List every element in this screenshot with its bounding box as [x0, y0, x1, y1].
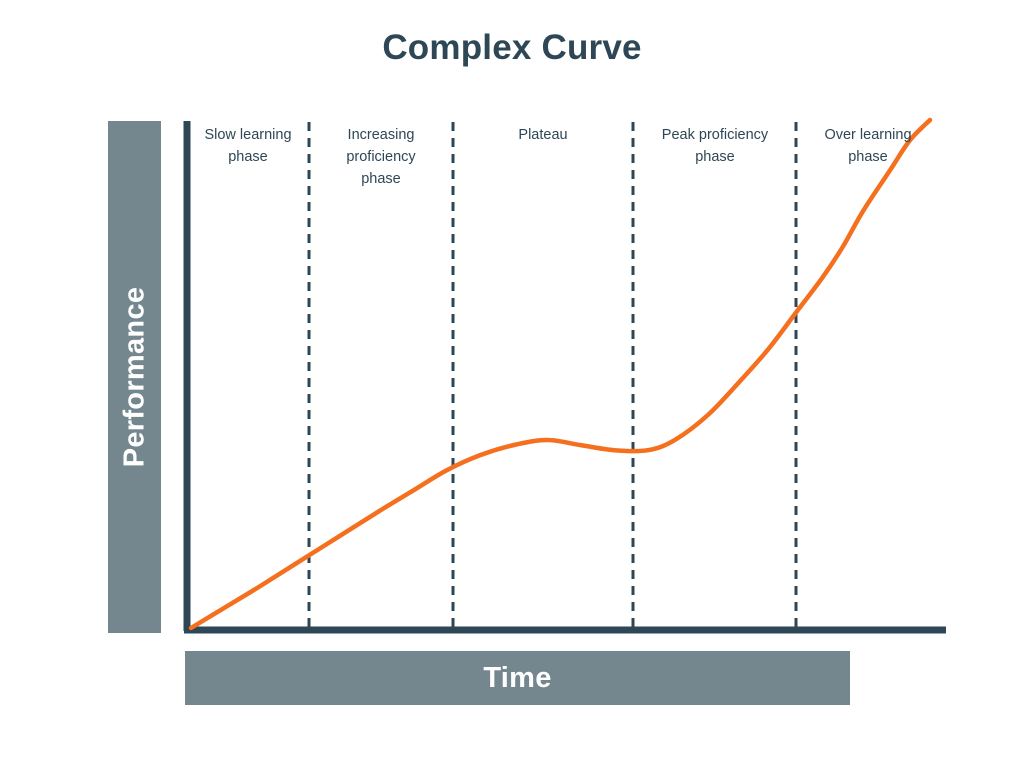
phase-label-over-learning: Over learning phase — [800, 124, 936, 168]
phase-label-line: Plateau — [518, 127, 568, 143]
performance-curve — [188, 117, 933, 631]
x-axis-label-bar: Time — [185, 651, 850, 705]
page-title: Complex Curve — [382, 28, 642, 67]
phase-label-plateau: Plateau — [456, 124, 630, 146]
phase-label-slow-learning: Slow learning phase — [188, 124, 308, 168]
phase-label-line: Slow learning — [204, 127, 292, 143]
phase-label-line: Peak proficiency — [661, 127, 769, 143]
phase-label-peak-proficiency: Peak proficiency phase — [637, 124, 793, 168]
phase-label-line: phase — [228, 149, 268, 165]
phase-label-line: phase — [695, 149, 735, 165]
x-axis-label: Time — [483, 661, 552, 694]
phase-label-line: phase — [848, 149, 888, 165]
phase-label-line: phase — [361, 171, 401, 187]
y-axis-label-bar: Performance — [108, 121, 161, 633]
phase-label-increasing-proficiency: Increasing proficiency phase — [312, 124, 450, 190]
phase-label-line: Increasing — [347, 127, 415, 143]
phase-label-line: Over learning — [824, 127, 912, 143]
phase-label-line: proficiency — [346, 149, 416, 165]
